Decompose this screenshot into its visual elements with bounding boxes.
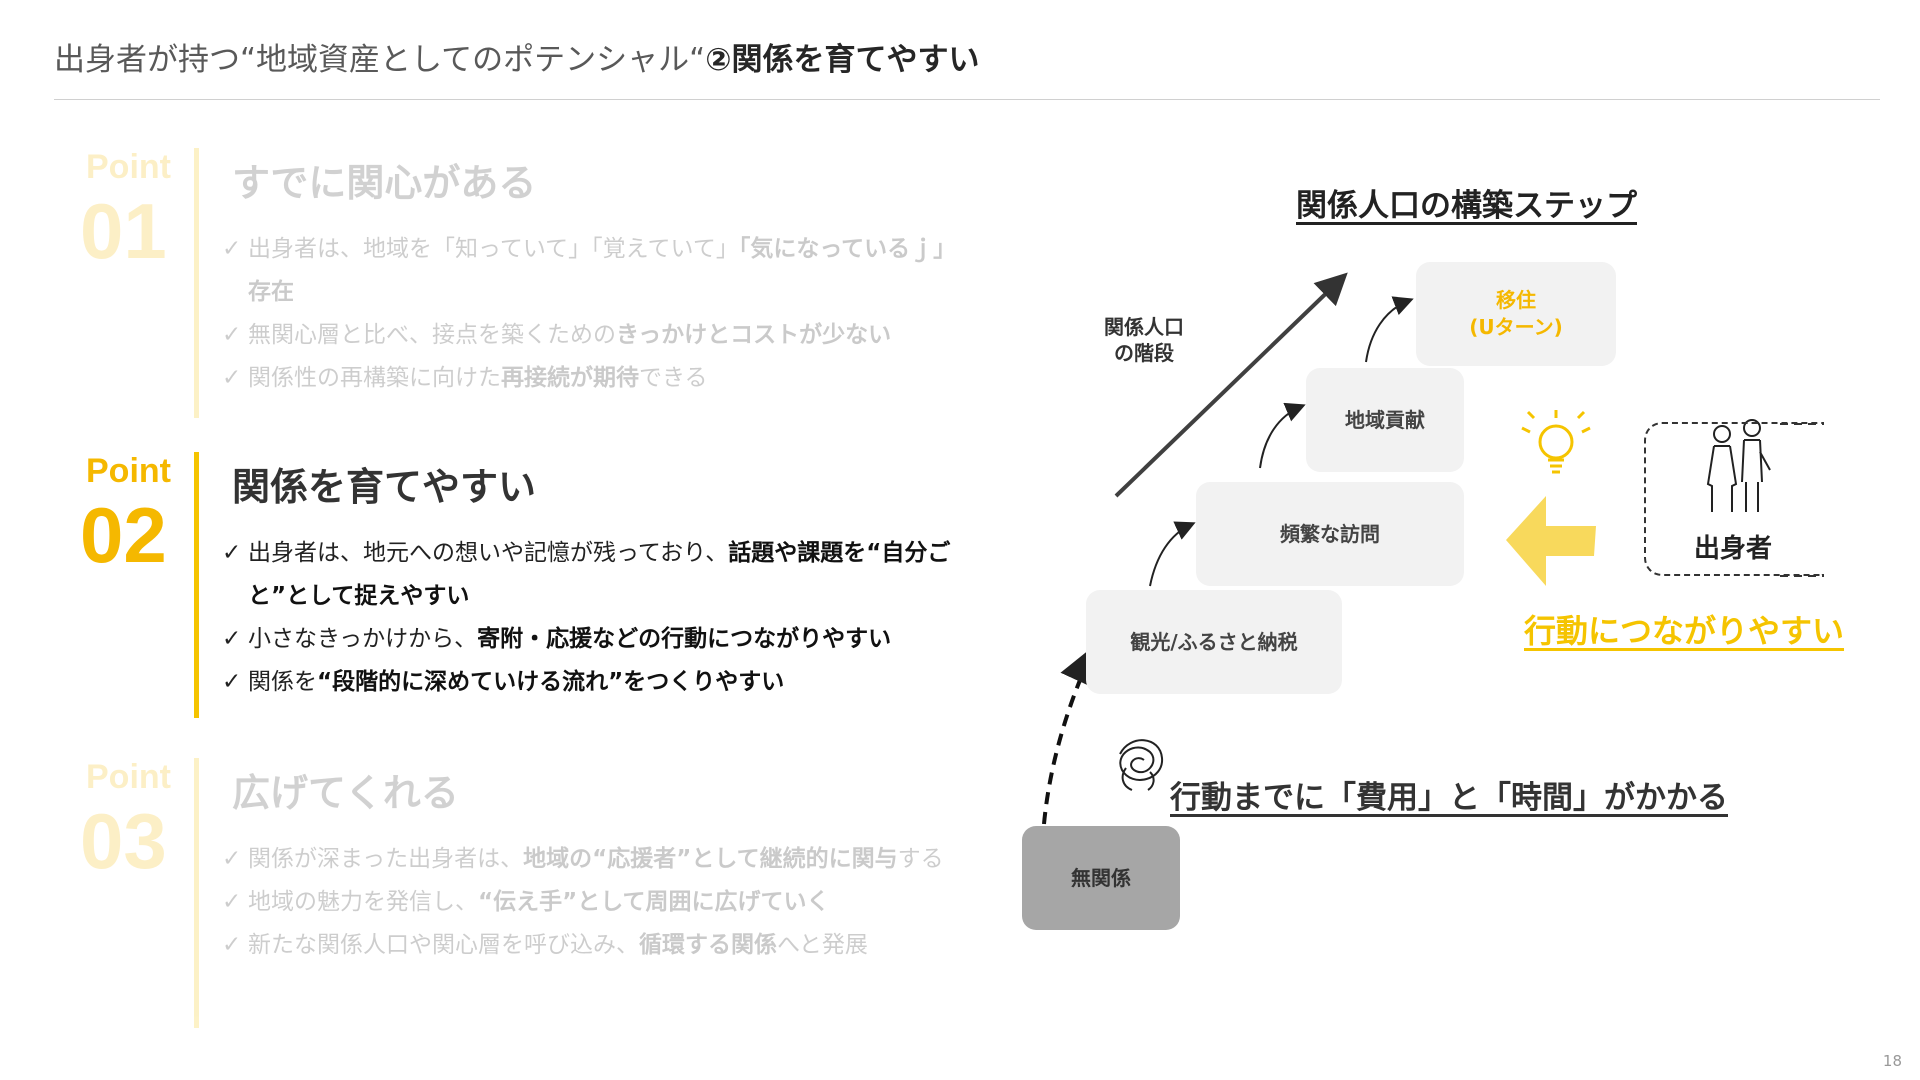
page-number: 18 (1883, 1052, 1902, 1070)
step-arrow (1366, 300, 1410, 362)
step-arrow (1150, 524, 1192, 586)
dashed-start-arrow (1044, 652, 1092, 824)
yellow-arrow-icon (1506, 496, 1596, 586)
step-tourism-furusato: 観光/ふるさと納税 (1086, 590, 1342, 694)
step-regional-contribution: 地域貢献 (1306, 368, 1464, 472)
step-unrelated: 無関係 (1022, 826, 1180, 930)
action-caption: 行動につながりやすい (1524, 606, 1844, 652)
stairs-label: 関係人口 の階段 (1104, 314, 1184, 366)
step-frequent-visit: 頻繁な訪問 (1196, 482, 1464, 586)
step-arrow (1260, 406, 1302, 468)
person-label: 出身者 (1694, 528, 1772, 565)
lightbulb-icon (1522, 410, 1590, 472)
scribble-icon (1120, 740, 1162, 790)
step-relocation: 移住 (Uターン) (1416, 262, 1616, 366)
cost-caption: 行動までに「費用」と「時間」がかかる (1170, 772, 1728, 817)
